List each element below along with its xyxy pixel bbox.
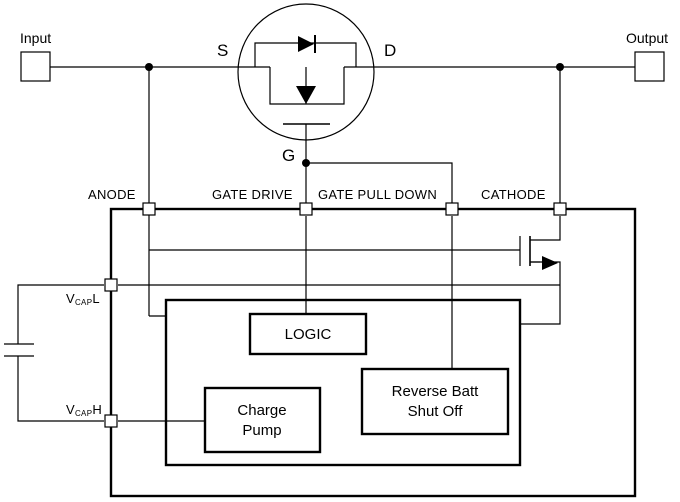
gate-drive-pin xyxy=(299,202,313,216)
reverse-batt-label: Reverse Batt xyxy=(392,383,480,400)
vcap-l-label: VCAPL xyxy=(66,291,100,307)
junction-dot xyxy=(556,63,564,71)
vcap-h-pin xyxy=(104,414,118,428)
output-label: Output xyxy=(626,30,668,46)
gate-label: G xyxy=(282,146,295,165)
input-label: Input xyxy=(20,30,51,46)
channel-arrow-icon xyxy=(296,86,316,104)
mosfet-symbol xyxy=(240,42,372,125)
cathode-pin xyxy=(553,202,567,216)
gate-drive-label: GATE DRIVE xyxy=(212,187,293,202)
cathode-label: CATHODE xyxy=(481,187,546,202)
charge-pump-label-2: Pump xyxy=(242,422,281,439)
source-label: S xyxy=(217,41,228,60)
drain-label: D xyxy=(384,41,396,60)
vcap-l-pin xyxy=(104,278,118,292)
internal-switch xyxy=(149,216,561,325)
input-terminal xyxy=(20,51,51,82)
anode-label: ANODE xyxy=(88,187,136,202)
anode-pin xyxy=(142,202,156,216)
inner-block xyxy=(164,298,522,467)
gate-pull-down-label: GATE PULL DOWN xyxy=(318,187,437,202)
charge-pump-block xyxy=(203,386,322,454)
gate-pull-down-pin xyxy=(445,202,459,216)
junction-dot xyxy=(302,159,310,167)
output-terminal xyxy=(634,51,665,82)
junction-dot xyxy=(145,63,153,71)
reverse-batt-label-2: Shut Off xyxy=(408,403,464,420)
vcap-h-label: VCAPH xyxy=(66,402,102,418)
gate-pull-down-wire xyxy=(306,162,453,208)
ic-outline xyxy=(109,207,637,498)
reverse-batt-block xyxy=(360,367,510,436)
external-capacitor xyxy=(4,284,104,422)
logic-block xyxy=(248,312,368,356)
body-diode-icon xyxy=(298,36,314,52)
logic-label: LOGIC xyxy=(285,326,332,343)
switch-arrow-icon xyxy=(542,256,558,270)
charge-pump-label: Charge xyxy=(237,402,286,419)
